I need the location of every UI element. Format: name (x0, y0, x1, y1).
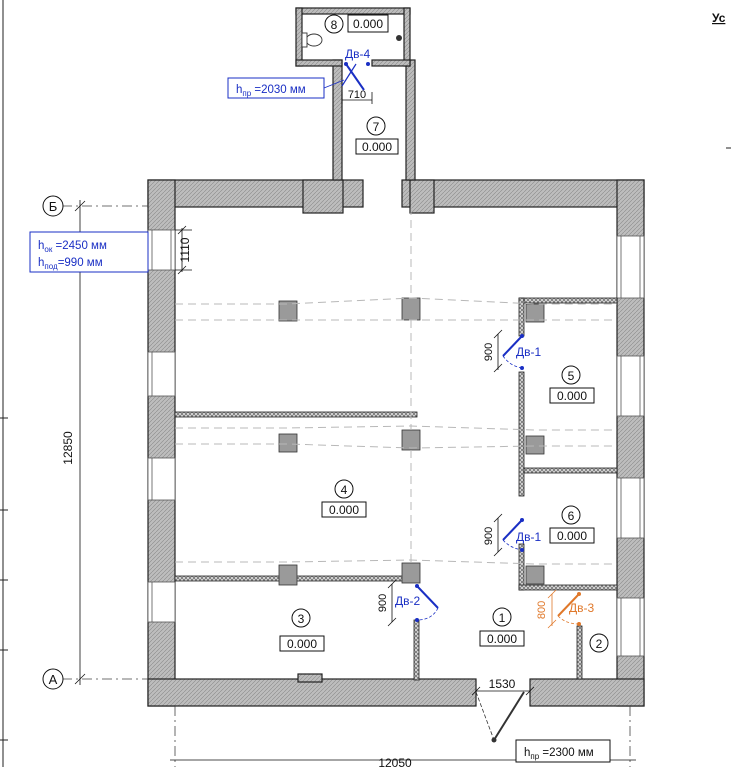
window-height-note: hок =2450 мм hпод=990 мм (29, 231, 149, 273)
room-8-level: 0.000 (353, 17, 383, 31)
left-windows (147, 229, 176, 623)
overall-height-dimension: 12850 (61, 200, 86, 685)
door-dv4-height-note: hпр =2030 мм (227, 77, 345, 99)
door-dv2-width: 900 (377, 594, 389, 612)
svg-text:hок =2450 мм: hок =2450 мм (38, 240, 107, 254)
entrance-width-value: 1530 (489, 677, 516, 691)
door-dv3: Дв-3 800 (536, 589, 594, 629)
partitions (174, 297, 618, 681)
room-2-number: 2 (596, 637, 603, 651)
room-5-level: 0.000 (557, 389, 587, 403)
svg-text:hпр =2030 мм: hпр =2030 мм (236, 84, 306, 98)
room-4-tag: 4 0.000 (321, 479, 367, 518)
legend-title: Ус (712, 11, 726, 25)
door-dv1-room5: Дв-1 900 (483, 329, 541, 373)
door-dv4: Дв-4 710 (341, 47, 373, 104)
entrance-height-note: hпр =2300 мм (515, 739, 611, 763)
room-2-tag: 2 (589, 633, 609, 653)
room-6-number: 6 (568, 509, 575, 523)
right-windows (616, 235, 645, 657)
door-dv1-room5-width: 900 (483, 343, 495, 361)
outer-walls (147, 179, 645, 707)
room-3-level: 0.000 (287, 637, 317, 651)
axis-a-marker (42, 668, 64, 690)
svg-text:hпр =2300 мм: hпр =2300 мм (524, 747, 594, 761)
sink-icon (396, 35, 402, 41)
window-width-value: 1110 (178, 237, 192, 262)
room-5-tag: 5 0.000 (549, 365, 595, 404)
room-3-tag: 3 0.000 (279, 608, 325, 652)
room-1-tag: 1 0.000 (479, 607, 525, 647)
door-dv2: Дв-2 900 (377, 579, 439, 627)
door-dv1-room6-label: Дв-1 (516, 530, 541, 544)
beam-lines (175, 207, 617, 565)
door-dv4-label: Дв-4 (345, 47, 370, 61)
room-1-level: 0.000 (487, 632, 517, 646)
room-1-number: 1 (499, 611, 506, 625)
axis-b-marker (42, 195, 64, 217)
axis-a-label: А (49, 672, 58, 687)
toilet-icon (301, 32, 323, 48)
room-6-level: 0.000 (557, 529, 587, 543)
room-6-tag: 6 0.000 (549, 505, 595, 544)
overall-width-value: 12050 (378, 756, 412, 767)
room-8-tag: 8 0.000 (324, 14, 389, 34)
room-3-number: 3 (298, 612, 305, 626)
overall-height-value: 12850 (61, 431, 75, 465)
annex-walls (295, 7, 416, 181)
door-dv1-room5-label: Дв-1 (516, 345, 541, 359)
door-dv2-label: Дв-2 (395, 594, 420, 608)
svg-text:hпод=990 мм: hпод=990 мм (38, 257, 103, 271)
door-dv4-width: 710 (348, 89, 366, 101)
room-7-tag: 7 0.000 (355, 116, 399, 155)
room-4-level: 0.000 (329, 503, 359, 517)
axis-b-label: Б (49, 199, 58, 214)
door-dv1-room6-width: 900 (483, 527, 495, 545)
room-7-level: 0.000 (362, 140, 392, 154)
entrance-door: 1530 (471, 677, 535, 743)
door-dv3-width: 800 (536, 601, 548, 619)
window-width-dimension: 1110 (175, 225, 192, 275)
columns (278, 297, 545, 586)
room-7-number: 7 (373, 120, 380, 134)
room-8-number: 8 (331, 18, 338, 32)
room-5-number: 5 (568, 369, 575, 383)
door-dv3-label: Дв-3 (569, 601, 594, 615)
grid-axes: Б А (42, 195, 631, 767)
room-4-number: 4 (341, 483, 348, 497)
door-dv1-room6: Дв-1 900 (483, 513, 541, 557)
